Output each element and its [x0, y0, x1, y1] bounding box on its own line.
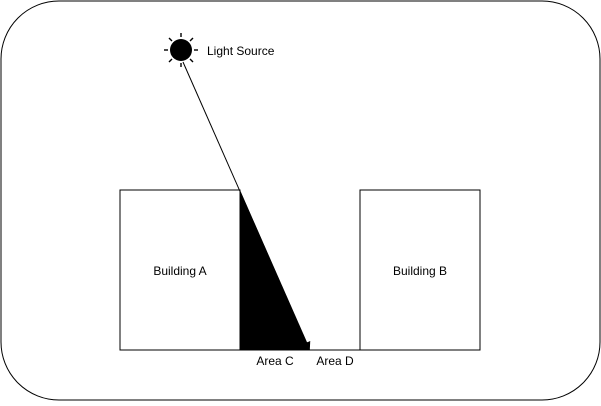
building-b — [359, 189, 481, 351]
light-ray-arrow — [182, 61, 311, 350]
light-source-label: Light Source — [207, 44, 275, 58]
building-a — [119, 189, 241, 351]
building-b-label: Building B — [393, 264, 447, 278]
sun-icon — [164, 33, 198, 67]
area-c-label: Area C — [256, 354, 294, 368]
building-a-label: Building A — [153, 264, 206, 278]
area-d-label: Area D — [316, 354, 354, 368]
